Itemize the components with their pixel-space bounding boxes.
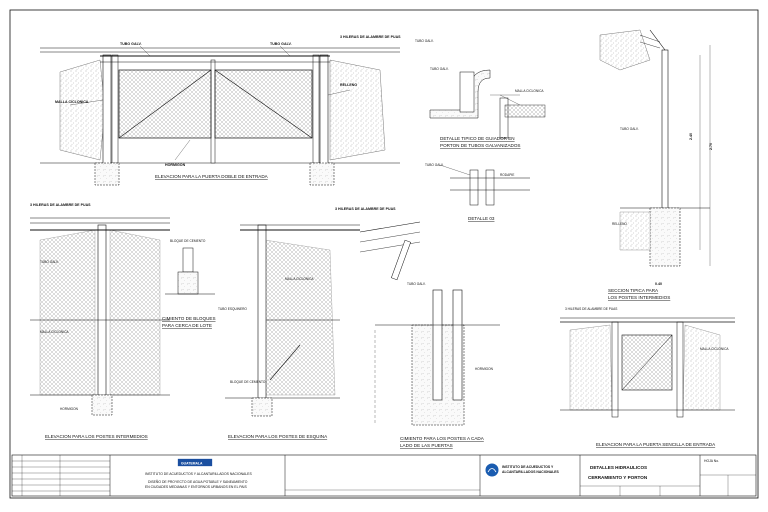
- label-relleno: RELLENO: [340, 83, 357, 87]
- project-line-1: DISEÑO DE PROYECTO DE AGUA POTABLE Y SAN…: [148, 479, 248, 484]
- caption-intermedios: ELEVACION PARA LOS POSTES INTERMEDIOS: [45, 434, 148, 439]
- dim-height-2: 2.70: [709, 143, 713, 150]
- label-tubo-galv-left: TUBO GALV.: [120, 42, 142, 46]
- sen-label-puas: 3 HILERAS DE ALAMBRE DE PUAS: [565, 307, 617, 311]
- caption-d3: DETALLE 03: [468, 216, 495, 221]
- logo-text: GUATEMALA: [181, 462, 203, 466]
- dim-base: 0.40: [655, 282, 662, 286]
- label-hormigon: HORMIGON: [165, 163, 186, 167]
- label-tubo-galv-right: TUBO GALV.: [270, 42, 292, 46]
- sheet-title-2: CERRAMIENTO Y PORTON: [588, 475, 648, 480]
- int-label-puas: 3 HILERAS DE ALAMBRE DE PUAS: [30, 203, 91, 207]
- detail-esquina: 3 HILERAS DE ALAMBRE DE PUAS MALLA CICLO…: [218, 207, 421, 439]
- caption-bloques-2: PARA CERCA DE LOTE: [162, 323, 212, 328]
- caption-cimiento-2: LADO DE LAS PUERTAS: [400, 443, 453, 448]
- int-label-malla: MALLA CICLONICA: [40, 330, 69, 334]
- caption-cimiento: CIMIENTO PARA LOS POSTES A CADA: [400, 436, 485, 441]
- label-malla: MALLA CICLONICA: [55, 100, 89, 104]
- caption-seccion: SECCION TIPICA PARA: [608, 288, 659, 293]
- caption-sencilla: ELEVACION PARA LA PUERTA SENCILLA DE ENT…: [596, 442, 716, 447]
- sen-label-malla: MALLA CICLONICA: [700, 347, 729, 351]
- detail-guiador: TUBO GALV. TUBO GALV. MALLA CICLONICA DE…: [415, 39, 546, 148]
- project-line-2: EN CIUDADES MEDIANAS Y ENTORNOS URBANOS …: [145, 485, 247, 489]
- detail-doble: TUBO GALV. TUBO GALV. 3 HILERAS DE ALAMB…: [40, 35, 401, 186]
- title-block: GUATEMALA INSTITUTO DE ACUEDUCTOS Y ALCA…: [11, 454, 757, 497]
- caption-guiador-2: PORTON DE TUBOS GALVANIZADOS: [440, 143, 521, 148]
- detail-cimiento: TUBO GALV. HORMIGON CIMIENTO PARA LOS PO…: [374, 282, 500, 448]
- detail-bloques: BLOQUE DE CEMENTO CIMIENTO DE BLOQUES PA…: [162, 239, 216, 328]
- caption-guiador: DETALLE TIPICO DE GUIADOR EN: [440, 136, 515, 141]
- esq-label-bloque: BLOQUE DE CEMENTO: [230, 380, 266, 384]
- esq-label-tubo: TUBO ESQUINERO: [218, 307, 247, 311]
- caption-bloques: CIMIENTO DE BLOQUES: [162, 316, 216, 321]
- agency-name-1: INSTITUTO DE ACUEDUCTOS Y: [502, 465, 554, 469]
- guiador-label-tubo: TUBO GALV.: [430, 67, 449, 71]
- esq-label-malla: MALLA CICLONICA: [285, 277, 314, 281]
- agency-logo-icon: [485, 463, 499, 477]
- caption-doble: ELEVACION PARA LA PUERTA DOBLE DE ENTRAD…: [155, 174, 269, 179]
- esq-label-puas: 3 HILERAS DE ALAMBRE DE PUAS: [335, 207, 396, 211]
- detail-seccion: 2.40 2.70 0.40 TUBO GALV. RELLENO SECCIO…: [599, 29, 713, 300]
- cim-label-hormigon: HORMIGON: [475, 367, 494, 371]
- dim-height-1: 2.40: [689, 133, 693, 140]
- d3-label: TUBO GALV.: [425, 163, 444, 167]
- org-line: INSTITUTO DE ACUEDUCTOS Y ALCANTARILLADO…: [145, 472, 252, 476]
- bloques-label: BLOQUE DE CEMENTO: [170, 239, 206, 243]
- hoja-label: HOJA No.: [704, 459, 719, 463]
- guiador-note: TUBO GALV.: [415, 39, 434, 43]
- agency-name-2: ALCANTARILLADOS NACIONALES: [502, 470, 560, 474]
- guiador-label-malla: MALLA CICLONICA: [515, 89, 544, 93]
- caption-esquina: ELEVACION PARA LOS POSTES DE ESQUINA: [228, 434, 328, 439]
- int-label-hormigon: HORMIGON: [60, 407, 79, 411]
- seccion-label-relleno: RELLENO: [612, 222, 627, 226]
- label-alambre-puas: 3 HILERAS DE ALAMBRE DE PUAS: [340, 35, 401, 39]
- cim-label-tubo: TUBO GALV.: [407, 282, 426, 286]
- sheet-title-1: DETALLES HIDRAULICOS: [590, 465, 647, 470]
- detail-intermedios: 3 HILERAS DE ALAMBRE DE PUAS TUBO GALV. …: [30, 203, 170, 439]
- caption-seccion-2: LOS POSTES INTERMEDIOS: [608, 295, 670, 300]
- detail-sencilla: 3 HILERAS DE ALAMBRE DE PUAS MALLA CICLO…: [560, 307, 735, 447]
- d3-label-2: RODAPIE: [500, 173, 514, 177]
- seccion-label-tubo: TUBO GALV.: [620, 127, 639, 131]
- int-label-tubo: TUBO GALV.: [40, 260, 59, 264]
- detail-03: TUBO GALV. RODAPIE DETALLE 03: [425, 163, 530, 221]
